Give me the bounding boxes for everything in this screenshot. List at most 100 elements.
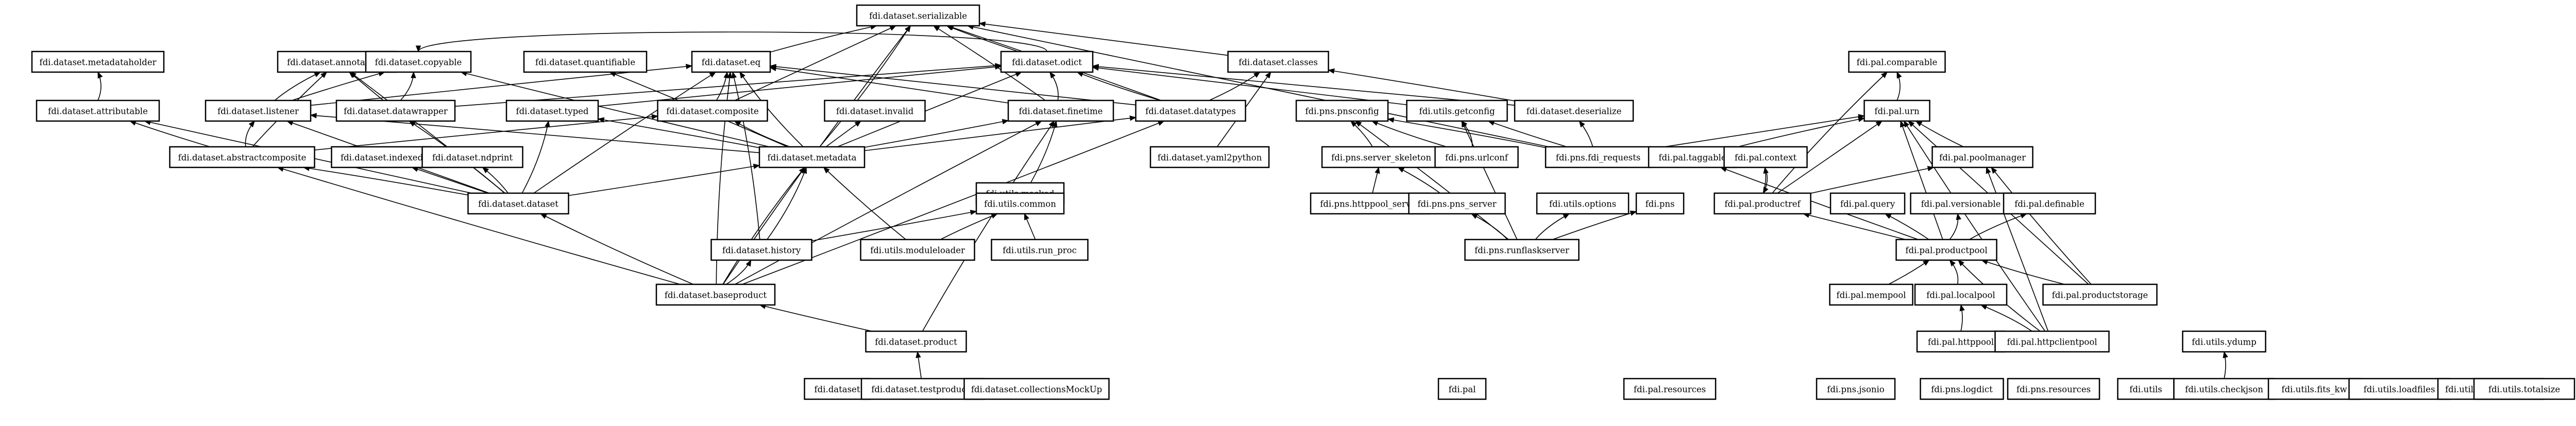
node-pns-pkg: fdi.pns (1635, 192, 1685, 215)
node-box (804, 378, 871, 400)
arrow-head (482, 167, 489, 174)
arrow-head (97, 71, 103, 79)
node-label: fdi.dataset.listener (217, 107, 299, 116)
edge-line (732, 72, 760, 240)
arrow-head (1958, 260, 1964, 266)
edge-line (314, 115, 658, 150)
edge-line (129, 121, 211, 147)
arrow-head (1875, 121, 1883, 127)
edge-runflaskserver-to-pnsconfig (1354, 121, 1509, 240)
node-box (860, 238, 975, 261)
arrow-head (545, 120, 550, 128)
edge-baseproduct-to-history (726, 259, 752, 285)
edge-typed-to-odict (598, 64, 1002, 107)
node-moduleloader: fdi.utils.moduleloader (860, 238, 975, 261)
edge-product-to-baseproduct (759, 303, 872, 332)
edge-line (292, 72, 385, 101)
arrow-head (731, 71, 737, 79)
arrow-head (978, 21, 986, 27)
node-box (1437, 378, 1487, 400)
edge-line (823, 167, 906, 240)
arrow-head (799, 166, 805, 174)
node-box (963, 378, 1110, 400)
node-versionable: fdi.pal.versionable (1910, 192, 2012, 215)
edge-fdi-requests-to-serializable (967, 24, 1549, 147)
node-label: fdi.pns.resources (2016, 385, 2091, 395)
edge-line (461, 72, 770, 147)
node-label: fdi.dataset.odict (1012, 58, 1082, 67)
node-totalsize: fdi.utils.totalsize (2473, 378, 2575, 400)
node-box (2003, 192, 2096, 215)
arrow-head (1092, 65, 1099, 71)
edge-urn-to-comparable (1896, 71, 1902, 101)
node-pns-server: fdi.pns.pns_server (1408, 192, 1506, 215)
edge-line (1355, 121, 1509, 240)
edge-line (1981, 260, 2065, 285)
node-box (335, 99, 456, 122)
edge-line (533, 72, 716, 194)
node-label: fdi.dataset.ndprint (432, 153, 513, 163)
node-box (1514, 99, 1634, 122)
node-box (1994, 330, 2110, 353)
arrow-head (651, 114, 658, 120)
node-utils-pkg: fdi.utils (2117, 378, 2175, 400)
node-label: fdi.pal.productref (1724, 199, 1801, 209)
arrow-head (1858, 116, 1865, 122)
arrow-head (1896, 71, 1902, 79)
edge-productstorage-to-poolmanager (1991, 166, 2092, 285)
node-mempool: fdi.pal.mempool (1829, 283, 1913, 306)
arrow-head (1253, 72, 1261, 78)
node-label: fdi.dataset.abstractcomposite (178, 153, 307, 163)
arrow-head (1903, 120, 1910, 128)
node-label: fdi.pal.resources (1634, 385, 1706, 395)
node-eq: fdi.dataset.eq (691, 50, 771, 73)
edge-line (598, 118, 760, 148)
node-label: fdi.pns.fdi_requests (1556, 153, 1640, 163)
edge-line (770, 67, 1009, 104)
node-typed: fdi.dataset.typed (505, 99, 599, 122)
node-box (1829, 283, 1913, 306)
node-label: fdi.dataset.typed (516, 107, 588, 116)
node-box (421, 146, 523, 168)
edge-metadata-to-finetime (864, 119, 1009, 148)
node-label: fdi.dataset.history (722, 246, 801, 255)
edge-baseproduct-to-metadata (722, 166, 805, 285)
node-box (710, 238, 812, 261)
edge-line (1371, 121, 1447, 147)
node-label: fdi.utils.loadfiles (2364, 385, 2435, 395)
edges-layer (97, 21, 2228, 379)
node-label: fdi.dataset.metadata (768, 153, 857, 163)
arrow-head (1129, 115, 1137, 121)
node-server-skeleton: fdi.pns.server_skeleton (1321, 146, 1442, 168)
edge-mempool-to-productpool (1888, 260, 1930, 285)
edge-history-to-metadata (767, 166, 807, 240)
node-label: fdi.dataset.dataset (478, 199, 558, 209)
edge-history-to-eq (731, 71, 760, 240)
node-pnsconfig: fdi.pns.pnsconfig (1295, 99, 1389, 122)
edge-run-proc-to-common (1024, 213, 1036, 240)
edge-line (598, 66, 1002, 107)
arrow-head (597, 117, 605, 123)
node-box (824, 99, 926, 122)
arrow-head (753, 163, 760, 169)
edge-baseproduct-to-dataset (540, 213, 694, 285)
arrow-head (745, 259, 752, 267)
node-ydump: fdi.utils.ydump (2182, 330, 2266, 353)
edge-productpool-to-definable (1969, 213, 2027, 240)
node-label: fdi.pal.urn (1874, 107, 1920, 116)
node-logdict: fdi.pns.logdict (1920, 378, 2004, 400)
edge-line (418, 31, 1047, 52)
node-label: fdi.pal.context (1735, 153, 1797, 163)
arrow-head (1579, 120, 1585, 128)
edge-testproducts-to-product (916, 351, 922, 379)
arrow-head (1035, 121, 1042, 126)
node-box (991, 238, 1089, 261)
edge-httpclientpool-to-poolmanager (1986, 166, 2049, 332)
arrow-head (540, 213, 547, 219)
edge-fdi-requests-to-urn (1650, 114, 1865, 149)
node-label: fdi.dataset.composite (666, 107, 759, 116)
node-box (523, 50, 648, 73)
edge-line (1980, 304, 2032, 332)
arrow-head (1002, 119, 1009, 125)
edge-line (940, 213, 998, 240)
